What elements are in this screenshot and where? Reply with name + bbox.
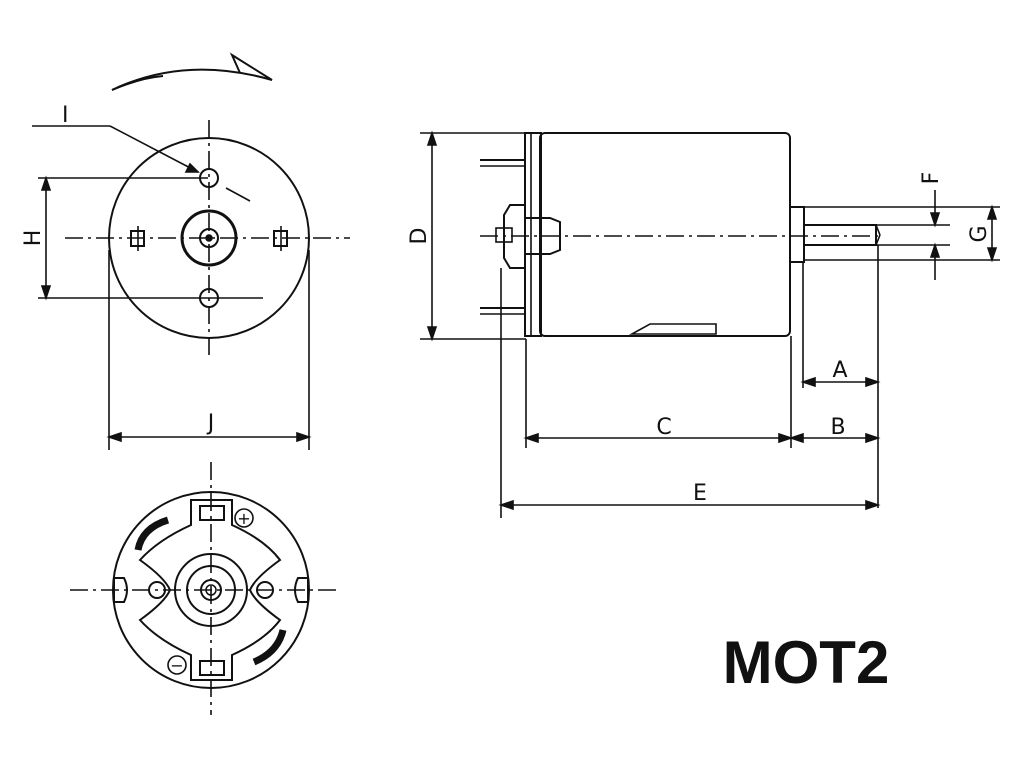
- drawing-title: MOT2: [723, 629, 890, 696]
- brush-holder-plate: [138, 499, 282, 681]
- plus-sign: +: [237, 509, 250, 528]
- front-bushing: [789, 206, 805, 263]
- output-shaft: [803, 224, 877, 246]
- terminal-top: [199, 505, 225, 521]
- label-E: E: [693, 481, 707, 506]
- shaft: [199, 228, 219, 248]
- label-F: F: [919, 172, 944, 185]
- label-J: J: [206, 411, 215, 436]
- side-view: [420, 130, 1000, 518]
- end-cap: [524, 132, 542, 337]
- front-view: [32, 120, 350, 450]
- rear-view: [70, 462, 340, 715]
- minus-marker: [167, 655, 187, 675]
- label-H: H: [21, 230, 46, 247]
- label-D: D: [407, 228, 432, 245]
- label-B: B: [830, 415, 845, 440]
- label-I: I: [62, 103, 69, 128]
- label-G: G: [967, 225, 992, 242]
- minus-sign: −: [170, 656, 183, 675]
- shaft-bushing: [180, 209, 238, 267]
- plus-marker: [234, 508, 254, 528]
- label-A: A: [832, 358, 847, 383]
- terminal-bottom: [199, 660, 225, 676]
- label-C: C: [656, 415, 671, 440]
- rotation-arrow: [111, 52, 273, 91]
- motor-body: [539, 132, 791, 337]
- label-tab: [628, 323, 717, 335]
